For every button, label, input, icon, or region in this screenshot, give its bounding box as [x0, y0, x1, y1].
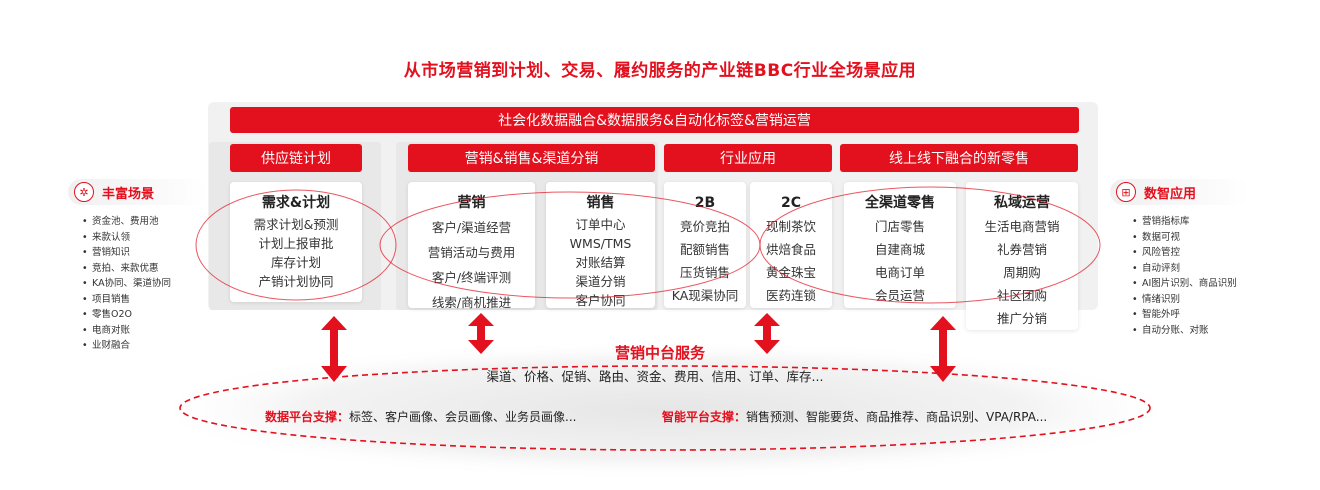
- card-omni-item: 会员运营: [874, 288, 925, 303]
- card-omni-item: 门店零售: [874, 219, 925, 234]
- base-platform-glow: [145, 340, 1185, 480]
- card-private-item: 推广分销: [996, 311, 1047, 326]
- card-private-item: 周期购: [1003, 265, 1041, 280]
- left-item: 零售O2O: [80, 307, 180, 323]
- card-2b-item: 压货销售: [679, 265, 730, 280]
- card-omni-item: 电商订单: [874, 265, 925, 280]
- card-private-title: 私域运营: [994, 195, 1050, 211]
- card-sales-title: 销售: [586, 195, 615, 211]
- ai-platform-support: 智能平台支撑：销售预测、智能要货、商品推荐、商品识别、VPA/RPA...: [662, 408, 1047, 425]
- card-2c-item: 现制茶饮: [765, 219, 816, 234]
- card-2c-title: 2C: [780, 195, 801, 211]
- column-header-industry: 行业应用: [664, 144, 832, 172]
- scene-network-icon: ✲: [74, 182, 94, 202]
- card-plan-item: 产销计划协同: [258, 274, 334, 289]
- left-item: 资金池、费用池: [80, 214, 180, 230]
- left-item: 业财融合: [80, 338, 180, 354]
- card-omni-item: 自建商城: [874, 242, 925, 257]
- card-2b-item: 配额销售: [679, 242, 730, 257]
- data-platform-support: 数据平台支撑：标签、客户画像、会员画像、业务员画像...: [265, 408, 576, 425]
- card-sales: 销售 订单中心 WMS/TMS 对账结算 渠道分销 客户协同: [546, 182, 655, 308]
- ai-platform-label: 智能平台支撑：: [662, 410, 747, 424]
- card-2c-item: 黄金珠宝: [765, 265, 816, 280]
- card-plan-item: 计划上报审批: [258, 236, 334, 251]
- card-2b-title: 2B: [694, 195, 716, 211]
- card-omni-title: 全渠道零售: [865, 195, 935, 211]
- card-marketing-item: 客户/终端评测: [431, 270, 512, 285]
- ai-platform-items: 销售预测、智能要货、商品推荐、商品识别、VPA/RPA...: [746, 410, 1048, 424]
- card-2c-item: 烘焙食品: [765, 242, 816, 257]
- card-marketing-item: 客户/渠道经营: [431, 220, 512, 235]
- card-sales-item: 订单中心: [575, 217, 626, 232]
- card-2b: 2B 竞价竞拍 配额销售 压货销售 KA现渠协同: [664, 182, 746, 308]
- data-grid-icon: ⊞: [1116, 182, 1136, 202]
- left-item: KA协同、渠道协同: [80, 276, 180, 292]
- card-omni-retail: 全渠道零售 门店零售 自建商城 电商订单 会员运营: [844, 182, 956, 308]
- card-sales-item: 客户协同: [575, 293, 626, 308]
- left-item: 项目销售: [80, 292, 180, 308]
- right-item: 数据可视: [1130, 230, 1260, 246]
- card-marketing-item: 线索/商机推进: [431, 295, 512, 310]
- card-2b-item: KA现渠协同: [671, 288, 739, 303]
- card-sales-item: 渠道分销: [575, 274, 626, 289]
- middle-service-title: 营销中台服务: [614, 344, 705, 362]
- right-item: 自动评刻: [1130, 261, 1260, 277]
- card-private-item: 礼券营销: [996, 242, 1047, 257]
- left-scene-label: 丰富场景: [102, 186, 155, 202]
- card-marketing-title: 营销: [457, 195, 486, 211]
- right-item: 风险管控: [1130, 245, 1260, 261]
- column-header-marketing: 营销&销售&渠道分销: [408, 144, 655, 172]
- left-scene-list: 资金池、费用池 来款认领 营销知识 竞拍、来款优惠 KA协同、渠道协同 项目销售…: [80, 214, 180, 354]
- card-plan-item: 库存计划: [270, 255, 321, 270]
- right-app-label: 数智应用: [1144, 186, 1197, 202]
- column-header-retail: 线上线下融合的新零售: [840, 144, 1078, 172]
- right-item: 营销指标库: [1130, 214, 1260, 230]
- base-platform-ring: [179, 365, 1151, 451]
- card-sales-item: 对账结算: [575, 255, 626, 270]
- top-capability-bar: 社会化数据融合&数据服务&自动化标签&营销运营: [230, 107, 1079, 133]
- left-item: 电商对账: [80, 323, 180, 339]
- card-private-ops: 私域运营 生活电商营销 礼券营销 周期购 社区团购 推广分销: [966, 182, 1078, 330]
- left-item: 来款认领: [80, 230, 180, 246]
- right-item: 情绪识别: [1130, 292, 1260, 308]
- data-platform-items: 标签、客户画像、会员画像、业务员画像...: [349, 410, 577, 424]
- card-marketing: 营销 客户/渠道经营 营销活动与费用 客户/终端评测 线索/商机推进: [408, 182, 535, 310]
- card-2c: 2C 现制茶饮 烘焙食品 黄金珠宝 医药连锁: [750, 182, 832, 308]
- card-2c-item: 医药连锁: [765, 288, 816, 303]
- left-scene-pill: ✲ 丰富场景: [68, 179, 208, 205]
- right-item: 自动分账、对账: [1130, 323, 1260, 339]
- data-platform-label: 数据平台支撑：: [265, 410, 350, 424]
- page-title: 从市场营销到计划、交易、履约服务的产业链BBC行业全场景应用: [403, 61, 917, 81]
- card-private-item: 生活电商营销: [984, 219, 1060, 234]
- card-private-item: 社区团购: [996, 288, 1047, 303]
- card-sales-item: WMS/TMS: [569, 236, 632, 251]
- right-item: AI图片识别、商品识别: [1130, 276, 1260, 292]
- right-item: 智能外呼: [1130, 307, 1260, 323]
- card-2b-item: 竞价竞拍: [679, 219, 730, 234]
- card-plan-title: 需求&计划: [261, 195, 331, 211]
- card-plan: 需求&计划 需求计划&预测 计划上报审批 库存计划 产销计划协同: [230, 182, 362, 302]
- middle-service-items: 渠道、价格、促销、路由、资金、费用、信用、订单、库存...: [486, 369, 824, 384]
- left-item: 竞拍、来款优惠: [80, 261, 180, 277]
- right-app-list: 营销指标库 数据可视 风险管控 自动评刻 AI图片识别、商品识别 情绪识别 智能…: [1130, 214, 1260, 338]
- card-plan-item: 需求计划&预测: [253, 217, 339, 232]
- card-marketing-item: 营销活动与费用: [427, 245, 516, 260]
- right-app-pill: ⊞ 数智应用: [1110, 179, 1250, 205]
- left-item: 营销知识: [80, 245, 180, 261]
- column-header-plan: 供应链计划: [230, 144, 362, 172]
